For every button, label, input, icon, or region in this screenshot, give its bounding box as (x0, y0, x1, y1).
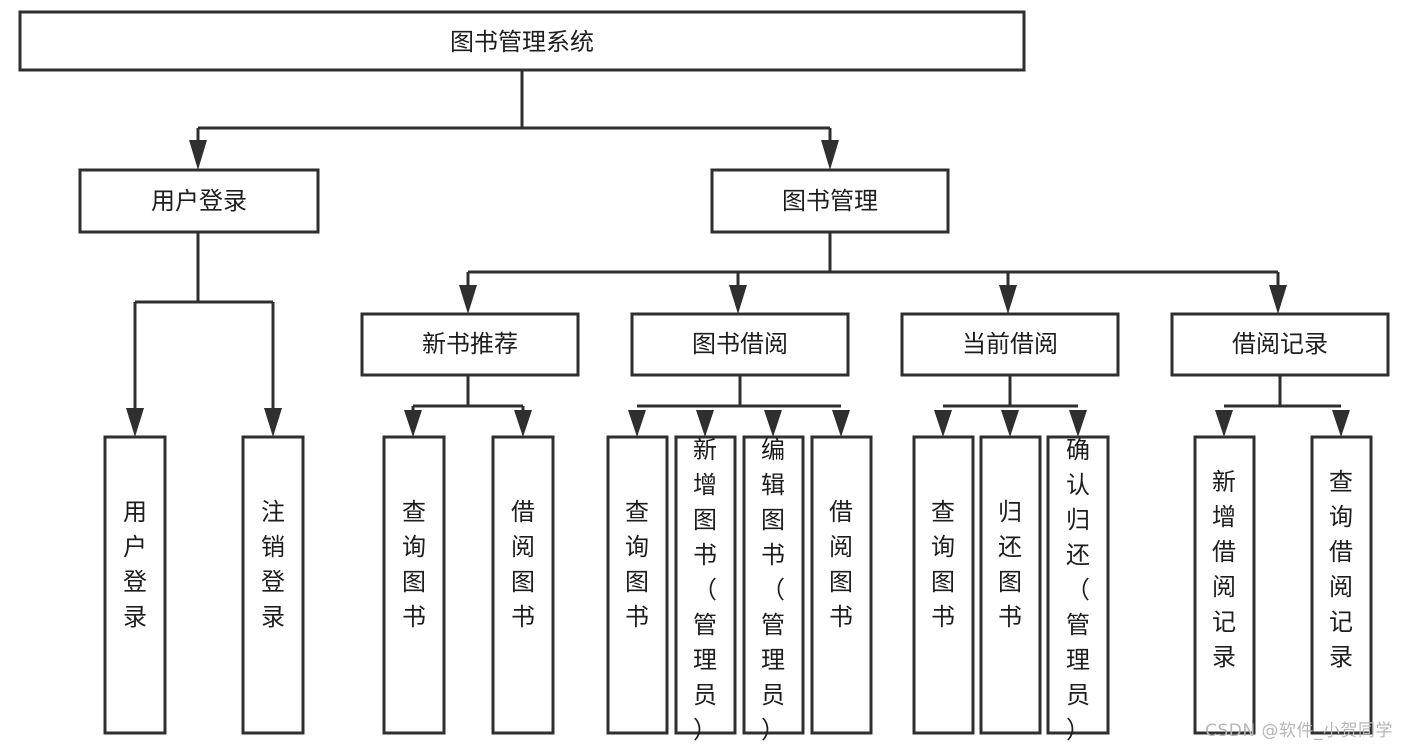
node-book-management-label: 图书管理 (782, 187, 878, 215)
node-borrow-record[interactable]: 借阅记录 (1170, 312, 1390, 377)
leaf-query-book-3-label: 查询图书 (931, 498, 955, 631)
leaf-edit-book-box[interactable] (742, 435, 805, 735)
connector-group-root-to-level2 (189, 70, 839, 170)
leaf-query-book-2-box[interactable] (606, 435, 669, 735)
arrow-icon-leaf-user-logout (264, 408, 282, 437)
leaf-borrow-book-2-label: 借阅图书 (829, 498, 853, 631)
node-current-borrow-box[interactable] (900, 312, 1120, 377)
connector-group-book-borrow-to-leaves (628, 375, 850, 437)
node-borrow-record-box[interactable] (1170, 312, 1390, 377)
node-user-login[interactable]: 用户登录 (78, 168, 320, 234)
node-book-management[interactable]: 图书管理 (710, 168, 950, 234)
node-current-borrow[interactable]: 当前借阅 (900, 312, 1120, 377)
node-user-login-box[interactable] (78, 168, 320, 234)
node-root-label: 图书管理系统 (450, 28, 594, 56)
leaf-query-record-box[interactable] (1310, 435, 1373, 735)
leaf-user-logout-box[interactable] (241, 435, 305, 735)
connector-group-user-login-to-leaves (126, 232, 282, 437)
leaf-node-borrow-book-2[interactable]: 借阅图书 (810, 435, 873, 735)
arrow-icon-book-borrow (729, 285, 747, 314)
node-new-book-recommend-box[interactable] (360, 312, 580, 377)
leaf-borrow-book-1-label: 借阅图书 (511, 498, 535, 631)
leaf-node-add-book[interactable]: 新增图书（管理员） (674, 435, 737, 744)
leaf-node-user-login[interactable]: 用户登录 (103, 435, 167, 735)
arrow-icon-new-book-recommend (459, 285, 477, 314)
arrow-icon-user-login (189, 140, 207, 170)
leaf-add-book-label: 新增图书（管理员） (693, 436, 717, 744)
leaf-node-query-book-2[interactable]: 查询图书 (606, 435, 669, 735)
arrow-icon-leaf-user-login (126, 408, 144, 437)
leaf-edit-book-label: 编辑图书（管理员） (761, 436, 785, 744)
leaf-node-confirm-return[interactable]: 确认归还（管理员） (1046, 435, 1110, 744)
arrow-icon-leaf-borrow-book-2 (832, 410, 850, 437)
leaf-node-return-book[interactable]: 归还图书 (979, 435, 1042, 735)
leaf-return-book-box[interactable] (979, 435, 1042, 735)
node-book-borrow[interactable]: 图书借阅 (630, 312, 850, 377)
leaf-node-user-logout[interactable]: 注销登录 (241, 435, 305, 735)
arrow-icon-leaf-query-record (1332, 410, 1350, 437)
leaf-confirm-return-box[interactable] (1046, 435, 1110, 735)
leaf-node-borrow-book-1[interactable]: 借阅图书 (491, 435, 555, 735)
leaf-node-edit-book[interactable]: 编辑图书（管理员） (742, 435, 805, 744)
leaf-query-book-3-box[interactable] (912, 435, 975, 735)
leaf-query-book-2-label: 查询图书 (625, 498, 649, 631)
arrow-icon-leaf-query-book-1 (404, 410, 422, 437)
node-current-borrow-label: 当前借阅 (962, 330, 1058, 358)
leaf-user-logout-label: 注销登录 (261, 498, 285, 631)
leaf-borrow-book-2-box[interactable] (810, 435, 873, 735)
node-book-management-box[interactable] (710, 168, 950, 234)
arrow-icon-leaf-return-book (1001, 410, 1019, 437)
leaf-query-book-1-box[interactable] (382, 435, 446, 735)
arrow-icon-leaf-edit-book (764, 410, 782, 437)
node-new-book-recommend[interactable]: 新书推荐 (360, 312, 580, 377)
leaf-add-book-box[interactable] (674, 435, 737, 735)
arrow-icon-borrow-record (1269, 285, 1287, 314)
node-root-box[interactable] (18, 10, 1026, 72)
node-borrow-record-label: 借阅记录 (1232, 330, 1328, 358)
arrow-icon-leaf-add-record (1215, 410, 1233, 437)
connector-group-borrow-record-to-leaves (1215, 375, 1350, 437)
arrow-icon-leaf-query-book-3 (934, 410, 952, 437)
leaf-return-book-label: 归还图书 (998, 498, 1022, 631)
arrow-icon-leaf-confirm-return (1069, 410, 1087, 437)
leaf-node-query-book-1[interactable]: 查询图书 (382, 435, 446, 735)
arrow-icon-leaf-borrow-book-1 (514, 410, 532, 437)
arrow-icon-current-borrow (999, 285, 1017, 314)
leaf-node-query-book-3[interactable]: 查询图书 (912, 435, 975, 735)
node-book-borrow-label: 图书借阅 (692, 330, 788, 358)
connector-group-book-management-to-level3 (459, 232, 1287, 314)
leaf-user-login-label: 用户登录 (123, 498, 147, 631)
node-book-borrow-box[interactable] (630, 312, 850, 377)
arrow-icon-leaf-query-book-2 (628, 410, 646, 437)
node-root[interactable]: 图书管理系统 (18, 10, 1026, 72)
leaf-user-login-box[interactable] (103, 435, 167, 735)
arrow-icon-leaf-add-book (696, 410, 714, 437)
watermark-text: CSDN @软件_小贺同学 (1205, 721, 1393, 741)
leaf-add-record-box[interactable] (1193, 435, 1256, 735)
leaf-borrow-book-1-box[interactable] (491, 435, 555, 735)
leaf-confirm-return-label: 确认归还（管理员） (1066, 436, 1090, 744)
node-user-login-label: 用户登录 (151, 187, 247, 215)
leaf-add-record-label: 新增借阅记录 (1212, 468, 1236, 671)
leaf-node-query-record[interactable]: 查询借阅记录 (1310, 435, 1373, 735)
leaf-query-book-1-label: 查询图书 (402, 498, 426, 631)
connector-group-current-borrow-to-leaves (934, 375, 1087, 437)
connector-group-new-book-recommend-to-leaves (404, 375, 532, 437)
arrow-icon-book-management (821, 140, 839, 170)
node-new-book-recommend-label: 新书推荐 (422, 330, 518, 358)
leaf-node-add-record[interactable]: 新增借阅记录 (1193, 435, 1256, 735)
leaf-query-record-label: 查询借阅记录 (1329, 468, 1353, 671)
